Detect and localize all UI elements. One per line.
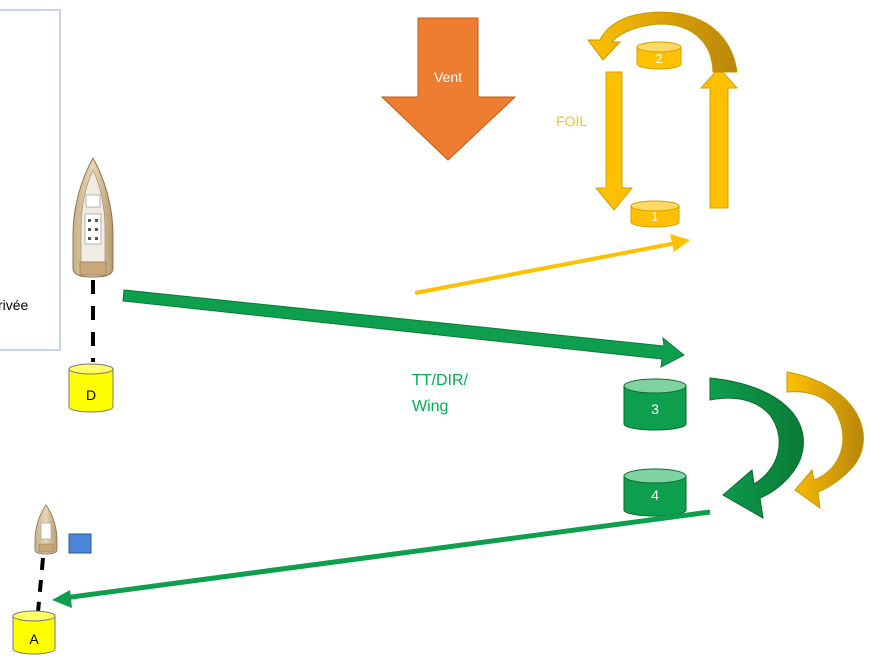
wind-arrow: Vent [380, 17, 517, 161]
buoy-3: 3 [623, 378, 687, 431]
wind-label: Vent [434, 69, 462, 85]
buoy-4-label: 4 [651, 487, 659, 503]
legend-box: rivée [0, 9, 61, 351]
foil-approach-arrow [414, 234, 690, 295]
buoy-4: 4 [623, 468, 687, 517]
course-turn-arrow [709, 377, 804, 519]
buoy-finish-label: A [29, 631, 39, 647]
buoy-1: 1 [630, 200, 680, 228]
foil-down-arrow [594, 71, 634, 211]
foil-up-arrow [699, 67, 739, 209]
buoy-start-label: D [86, 387, 96, 403]
course-leg-1-arrow [122, 289, 685, 368]
buoy-2-label: 2 [655, 51, 662, 66]
buoy-start: D [68, 363, 114, 413]
buoy-finish: A [12, 610, 56, 655]
course-label-line1: TT/DIR/ [412, 372, 469, 389]
buoy-2: 2 [636, 41, 682, 70]
boat-finish [34, 504, 58, 555]
buoy-3-label: 3 [651, 401, 659, 417]
foil-turn-arrow [587, 11, 738, 73]
boat-committee [72, 156, 114, 278]
foil-label: FOIL [556, 113, 587, 129]
buoy-1-label: 1 [651, 209, 658, 224]
course-label-line2: Wing [412, 398, 448, 415]
legend-text: rivée [0, 297, 29, 313]
course-finish-arrow [52, 509, 711, 608]
finish-line [36, 557, 45, 613]
blue-marker [68, 533, 92, 554]
foil-return-arrow [786, 371, 864, 510]
